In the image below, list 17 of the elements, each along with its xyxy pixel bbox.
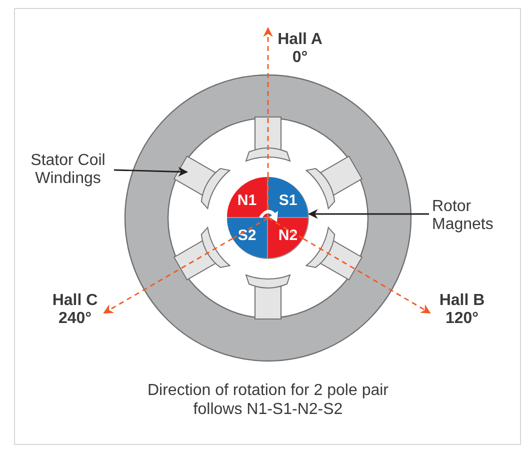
rotation-arrow-icon xyxy=(259,210,278,222)
sensor-label: Hall C 240° xyxy=(45,292,105,328)
callout-label: Stator Coil Windings xyxy=(22,152,114,188)
caption: Direction of rotation for 2 pole pair follows N1-S1-N2-S2 xyxy=(146,381,390,419)
callout-label: Rotor Magnets xyxy=(432,198,504,234)
sensor-label: Hall B 120° xyxy=(432,292,492,328)
dashed-arrow xyxy=(263,27,273,177)
sensor-label: Hall A 0° xyxy=(272,31,328,67)
dashed-arrow xyxy=(303,238,431,314)
magnet-segment: S1 xyxy=(268,177,308,217)
leader-line xyxy=(114,166,188,177)
leader-line xyxy=(308,209,429,219)
stator-tooth xyxy=(173,156,230,210)
magnet-segment: N1 xyxy=(227,177,267,217)
dashed-arrow xyxy=(103,238,233,314)
magnet-segment: N2 xyxy=(268,218,308,258)
magnet-segment: S2 xyxy=(227,218,267,258)
